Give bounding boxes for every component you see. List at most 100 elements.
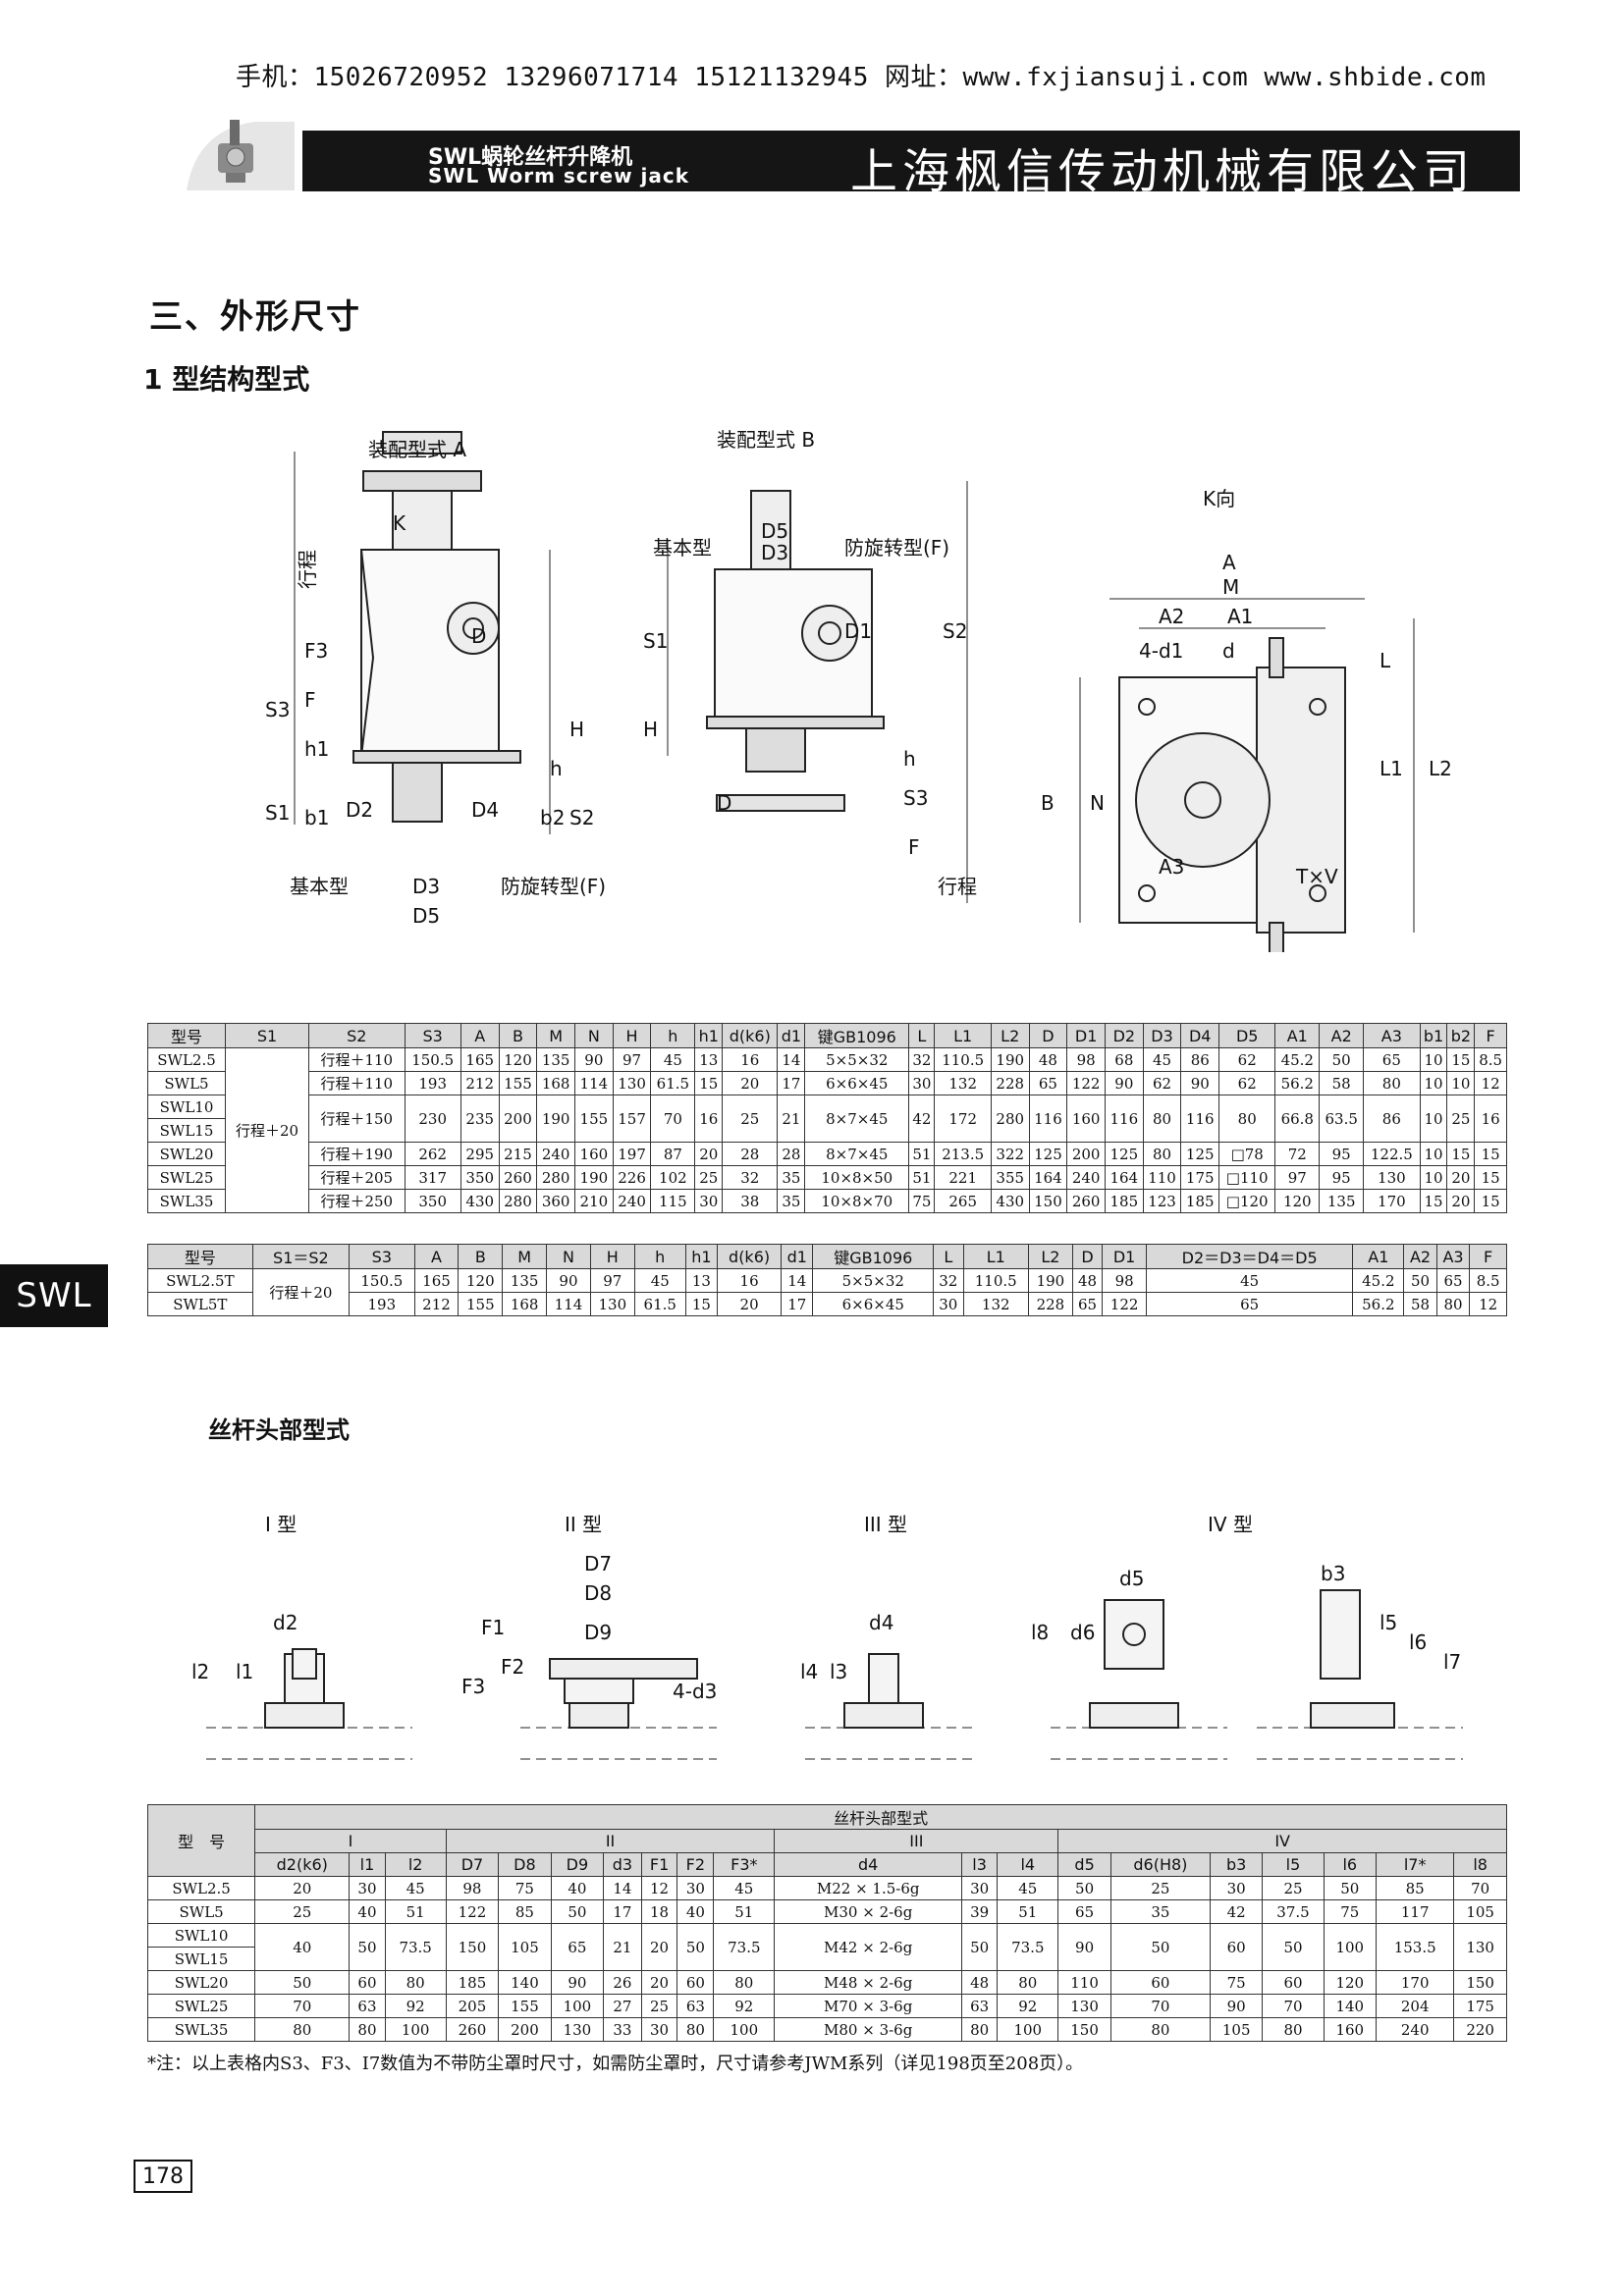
table2-header: d1 [781,1244,814,1269]
value-cell: 100 [384,2017,447,2042]
table2-header: h1 [684,1244,719,1269]
value-cell: 25 [1446,1095,1476,1143]
table1-header: F [1474,1023,1507,1048]
value-cell: 75 [498,1876,552,1900]
value-cell: 14 [781,1268,814,1293]
value-cell: 80 [960,2017,999,2042]
value-cell: 20 [640,1970,678,1995]
value-cell: 80 [1363,1071,1421,1095]
value-cell: 80 [254,2017,351,2042]
value-cell: 228 [990,1071,1030,1095]
value-cell: 190 [1027,1268,1073,1293]
product-name-en: SWL Worm screw jack [428,164,690,187]
value-cell: 60 [349,1970,386,1995]
value-cell: 50 [254,1970,351,1995]
value-cell: 10 [1419,1095,1448,1143]
value-cell: 70 [1109,1994,1211,2018]
label-D-b: D [717,791,731,815]
s1-cell: 行程＋20 [225,1047,310,1213]
value-cell: 80 [1142,1095,1182,1143]
type-4-label: IV 型 [1208,1513,1253,1536]
value-cell: 80 [349,2017,386,2042]
value-cell: 51 [908,1165,936,1190]
table3-header: l6 [1323,1852,1378,1877]
value-cell: 170 [1376,1970,1455,1995]
table2-header: h [633,1244,686,1269]
value-cell: 164 [1028,1165,1068,1190]
value-cell: 12 [640,1876,678,1900]
value-cell: 200 [1066,1142,1106,1166]
value-cell: 65 [1071,1292,1104,1316]
label-M: M [1222,575,1239,599]
value-cell: 260 [445,2017,500,2042]
table1-header: D2 [1104,1023,1144,1048]
value-cell: 50 [1323,1876,1378,1900]
value-cell: 130 [1363,1165,1421,1190]
label-l6: l6 [1409,1630,1427,1654]
value-cell: 27 [603,1994,642,2018]
label-d6: d6 [1070,1621,1095,1644]
value-cell: 100 [997,2017,1059,2042]
label-k-view: K向 [1203,487,1235,510]
value-cell: 63.5 [1319,1095,1365,1143]
table3-header: F1 [640,1852,678,1877]
value-cell: 10 [1419,1165,1448,1190]
value-cell: 12 [1474,1071,1507,1095]
value-cell: 25 [722,1095,779,1143]
value-cell: 125 [1028,1142,1068,1166]
value-cell: 120 [1323,1970,1378,1995]
value-cell: 14 [603,1876,642,1900]
value-cell: 40 [254,1923,351,1971]
label-F3: F3 [304,639,328,663]
subsection-title: 1 型结构型式 [143,363,310,396]
value-cell: 63 [676,1994,715,2018]
value-cell: 87 [650,1142,696,1166]
value-cell: 110.5 [934,1047,992,1072]
value-cell: 50 [960,1923,999,1971]
table3-header: l5 [1262,1852,1325,1877]
value-cell: 6×6×45 [804,1071,910,1095]
value-cell: 235 [460,1095,500,1143]
value-cell: 25 [254,1899,351,1924]
value-cell: 86 [1363,1095,1421,1143]
value-cell: 行程＋110 [308,1047,406,1072]
label-TxV: T×V [1295,865,1338,888]
label-S1: S1 [265,801,290,825]
value-cell: 92 [713,1994,776,2018]
value-cell: 62 [1218,1047,1276,1072]
value-cell: 150 [445,1923,500,1971]
value-cell: 40 [550,1876,605,1900]
model-cell: SWL2.5 [146,1047,227,1072]
value-cell: 240 [1376,2017,1455,2042]
value-cell: 行程＋110 [308,1071,406,1095]
value-cell: 95 [1319,1165,1365,1190]
value-cell: 165 [413,1268,460,1293]
value-cell: 45 [384,1876,447,1900]
value-cell: 50 [1319,1047,1365,1072]
label-k: K [393,511,406,535]
label-L1: L1 [1380,757,1403,780]
value-cell: 80 [1142,1142,1182,1166]
model-cell: SWL35 [146,2017,256,2042]
value-cell: 8×7×45 [804,1095,910,1143]
value-cell: 185 [445,1970,500,1995]
label-A2: A2 [1159,605,1184,628]
table1-header: D1 [1066,1023,1106,1048]
value-cell: 221 [934,1165,992,1190]
value-cell: 50 [1403,1268,1437,1293]
value-cell: 122 [445,1899,500,1924]
value-cell: 45.2 [1274,1047,1321,1072]
value-cell: 80 [1109,2017,1211,2042]
table1-header: h1 [694,1023,724,1048]
value-cell: 86 [1180,1047,1220,1072]
table2-header: S1＝S2 [251,1244,351,1269]
model-cell: SWL5 [146,1899,256,1924]
value-cell: 21 [603,1923,642,1971]
label-l7: l7 [1443,1650,1461,1674]
value-cell: 204 [1376,1994,1455,2018]
model-header: 型 号 [146,1804,256,1877]
label-d5: d5 [1119,1567,1144,1590]
table2-header: 型号 [147,1244,253,1269]
